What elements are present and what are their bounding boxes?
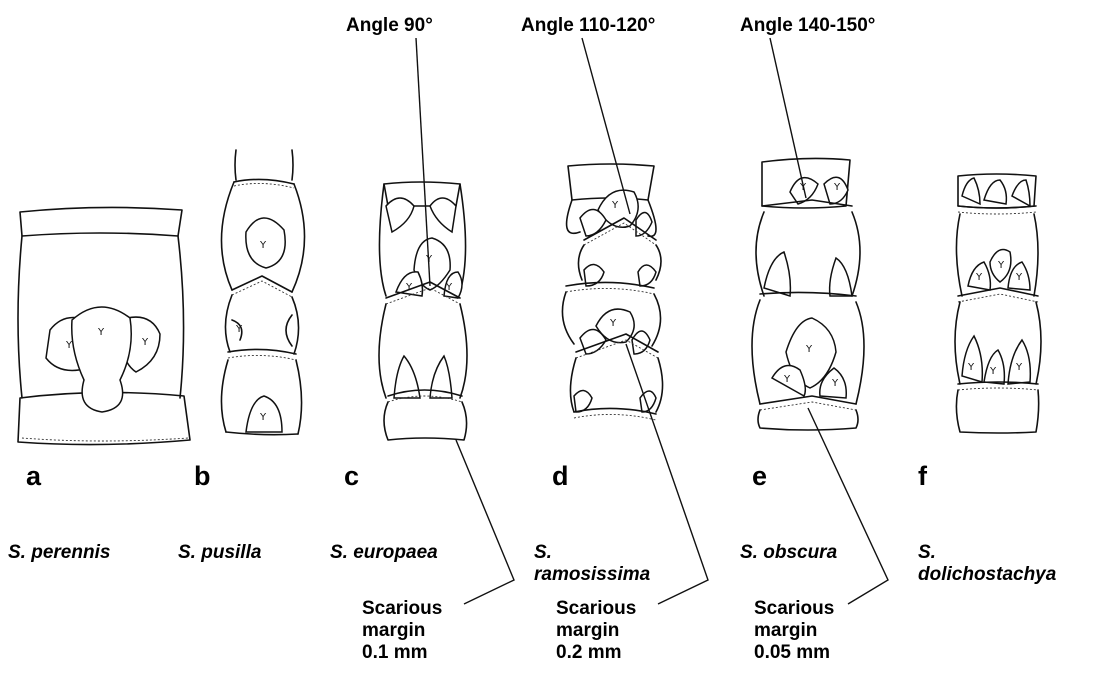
flower-mark: Y	[609, 318, 617, 329]
flower-mark: Y	[831, 378, 839, 389]
panel-letter-c: c	[344, 462, 359, 492]
species-name-b: S. pusilla	[178, 542, 261, 564]
flower-mark: Y	[259, 412, 267, 423]
flower-mark: Y	[975, 272, 983, 283]
margin-label-c-line2: margin	[362, 620, 442, 642]
species-name-f-line1: S.	[918, 542, 1056, 564]
panel-letter-e: e	[752, 462, 767, 492]
flower-mark: Y	[259, 240, 267, 251]
species-name-a-line1: S. perennis	[8, 542, 110, 564]
angle-140-leader	[770, 38, 806, 198]
panel-letter-a: a	[26, 462, 41, 492]
species-name-f-line2: dolichostachya	[918, 564, 1056, 586]
margin-label-c-line3: 0.1 mm	[362, 642, 442, 664]
spike-drawing-b: Y Y Y	[221, 150, 304, 435]
flower-mark: Y	[235, 324, 243, 335]
flower-mark: Y	[1015, 362, 1023, 373]
spike-drawing-f: Y Y Y Y Y Y	[955, 174, 1041, 433]
margin-label-e-line3: 0.05 mm	[754, 642, 834, 664]
panel-letter-b: b	[194, 462, 211, 492]
flower-mark: Y	[967, 362, 975, 373]
species-name-d-line1: S.	[534, 542, 650, 564]
species-name-d-line2: ramosissima	[534, 564, 650, 586]
panel-letter-d: d	[552, 462, 569, 492]
spike-drawing-a: Y Y Y	[18, 207, 190, 444]
angle-label-d: Angle 110-120°	[521, 16, 655, 37]
flower-mark: Y	[97, 327, 105, 338]
spike-drawing-d: Y Y	[562, 164, 662, 420]
flower-mark: Y	[1015, 272, 1023, 283]
margin-label-e-line2: margin	[754, 620, 834, 642]
angle-label-e: Angle 140-150°	[740, 16, 875, 37]
flower-mark: Y	[65, 340, 73, 351]
margin-label-c: Scarious margin 0.1 mm	[362, 598, 442, 664]
flower-mark: Y	[989, 366, 997, 377]
margin-label-c-line1: Scarious	[362, 598, 442, 620]
flower-mark: Y	[141, 337, 149, 348]
species-name-d: S. ramosissima	[534, 542, 650, 586]
flower-mark: Y	[997, 260, 1005, 271]
spike-drawing-e: Y Y Y Y Y	[752, 158, 864, 430]
margin-label-e-line1: Scarious	[754, 598, 834, 620]
flower-mark: Y	[611, 200, 619, 211]
panel-letter-f: f	[918, 462, 927, 492]
species-name-b-line1: S. pusilla	[178, 542, 261, 564]
spike-drawing-c: Y Y Y	[379, 182, 467, 440]
margin-label-e: Scarious margin 0.05 mm	[754, 598, 834, 664]
flower-mark: Y	[783, 374, 791, 385]
species-name-c-line1: S. europaea	[330, 542, 438, 564]
margin-01-leader	[456, 440, 514, 604]
angle-110-leader	[582, 38, 630, 214]
species-name-c: S. europaea	[330, 542, 438, 564]
margin-label-d-line3: 0.2 mm	[556, 642, 636, 664]
margin-005-leader	[808, 408, 888, 604]
flower-mark: Y	[805, 344, 813, 355]
species-name-e-line1: S. obscura	[740, 542, 837, 564]
margin-label-d-line2: margin	[556, 620, 636, 642]
flower-mark: Y	[833, 182, 841, 193]
species-name-e: S. obscura	[740, 542, 837, 564]
species-name-f: S. dolichostachya	[918, 542, 1056, 586]
margin-label-d: Scarious margin 0.2 mm	[556, 598, 636, 664]
angle-label-c: Angle 90°	[346, 16, 433, 37]
species-name-a: S. perennis	[8, 542, 110, 564]
margin-label-d-line1: Scarious	[556, 598, 636, 620]
